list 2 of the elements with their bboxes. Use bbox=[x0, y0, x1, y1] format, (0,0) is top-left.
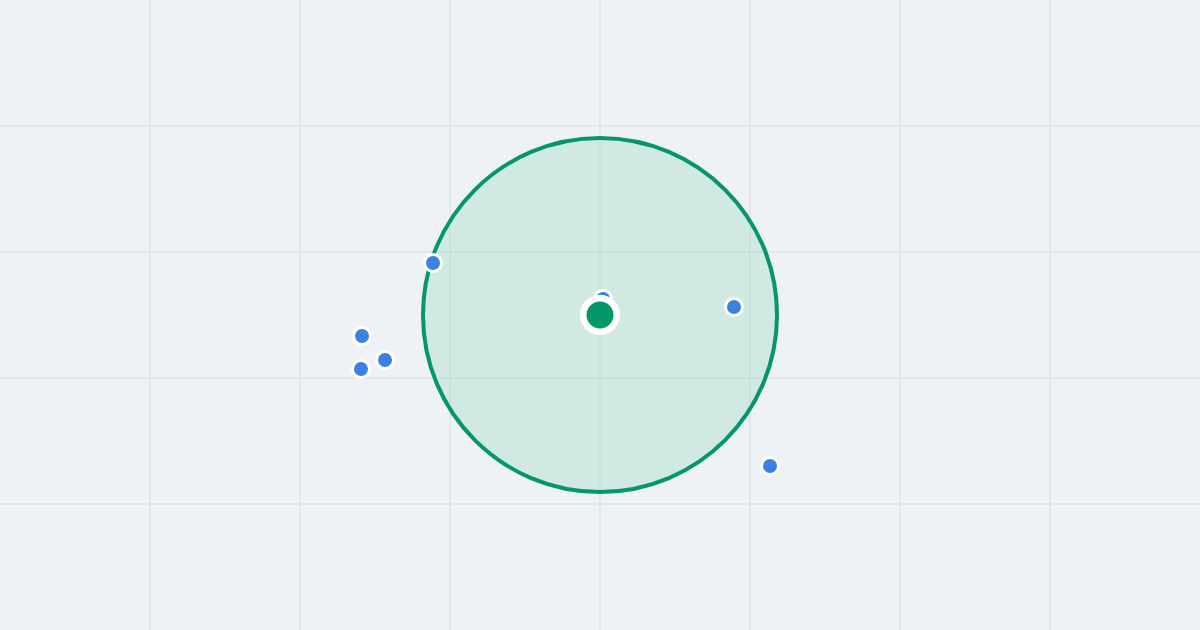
shaded-circle bbox=[421, 136, 779, 494]
center-dot bbox=[580, 295, 620, 335]
